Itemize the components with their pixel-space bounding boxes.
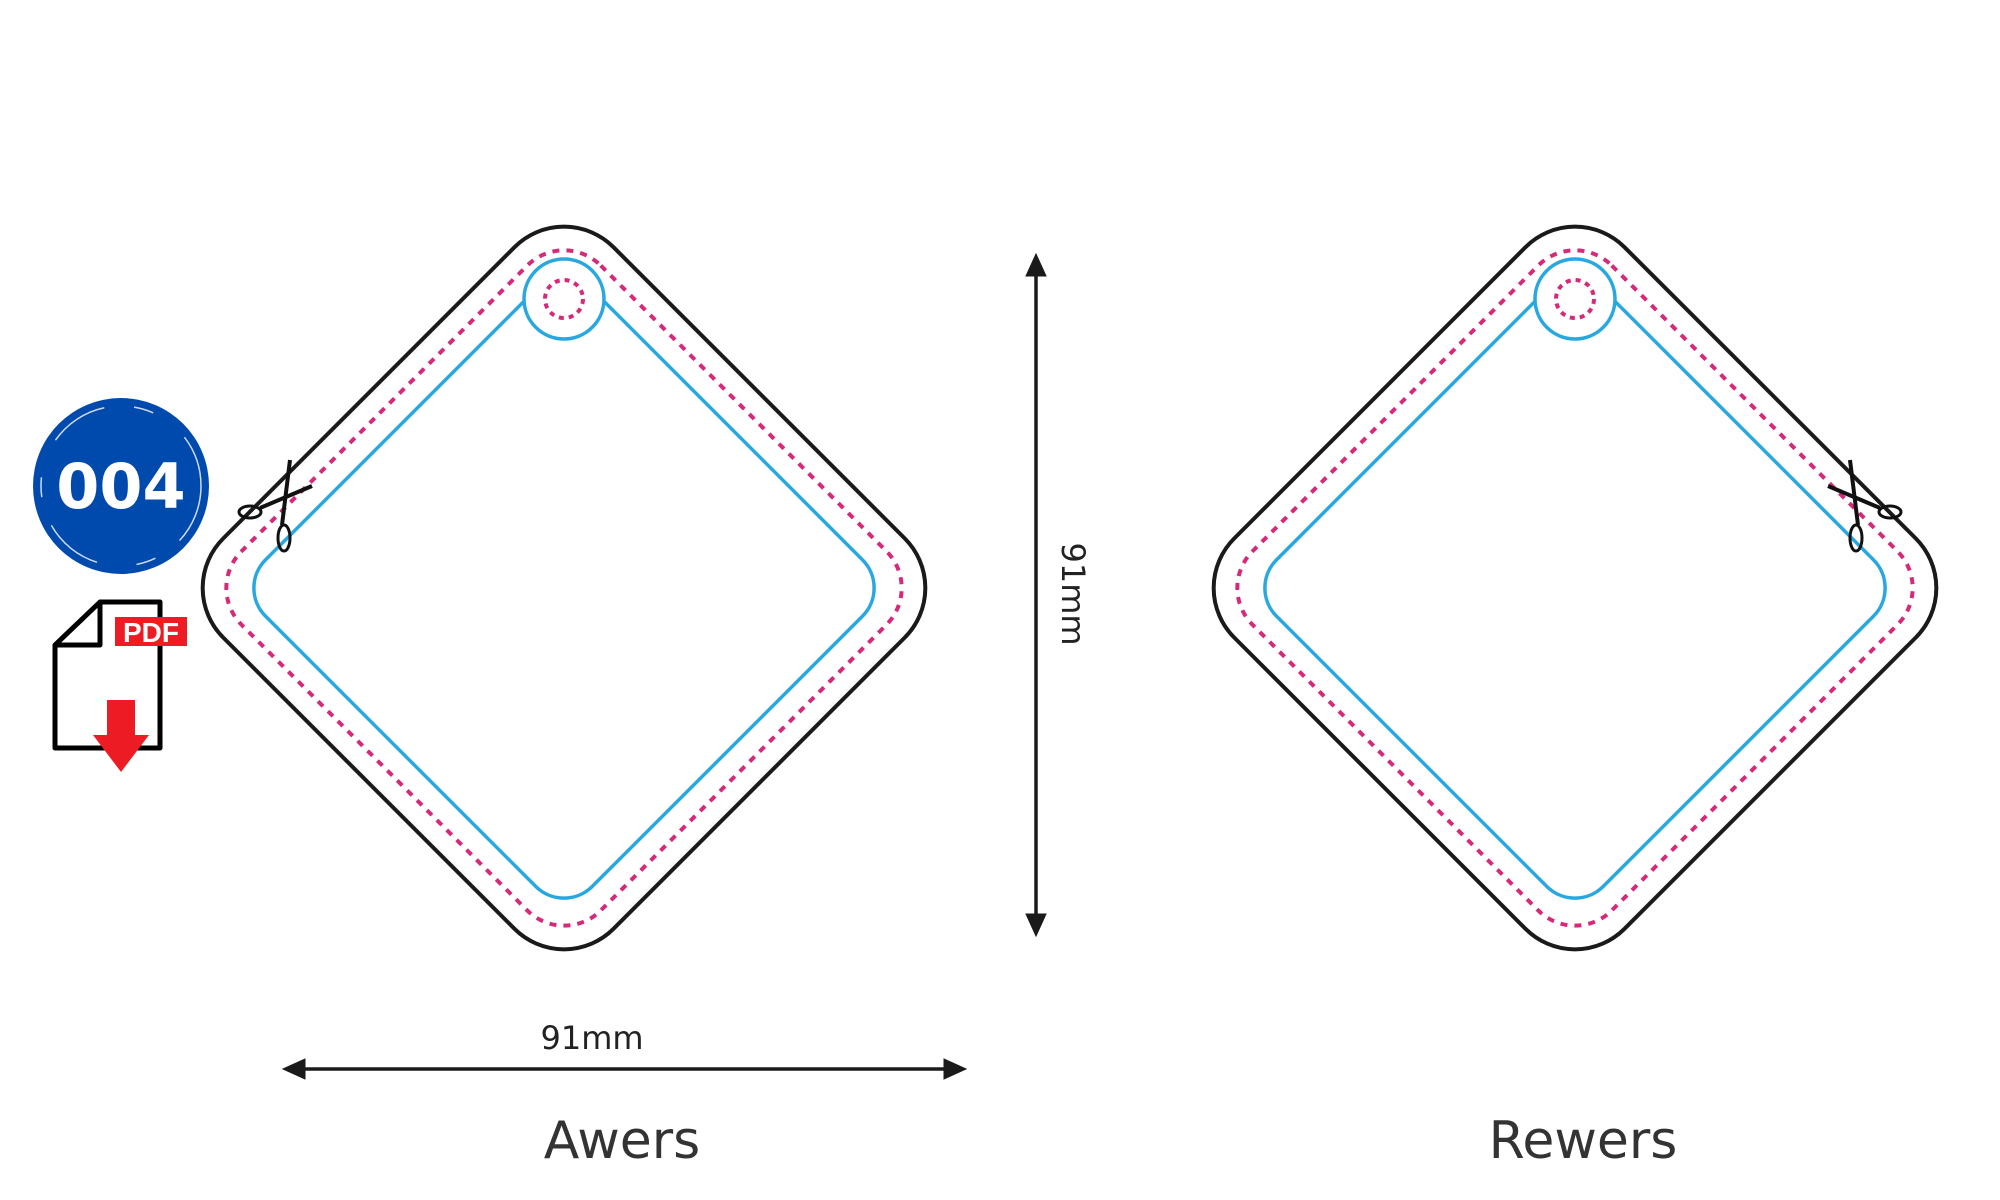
pdf-download-button[interactable]: PDF: [52, 599, 187, 772]
back-tag-template: [1182, 195, 1968, 981]
back-side-label: Rewers: [1489, 1111, 1678, 1171]
width-dimension-arrow: [281, 1058, 968, 1080]
front-side-label: Awers: [544, 1111, 700, 1171]
template-number-badge: 004: [33, 398, 209, 574]
height-dimension-arrow: [1025, 252, 1047, 938]
height-label: 91mm: [1054, 542, 1092, 645]
download-arrow-icon: [93, 700, 149, 772]
pdf-label: PDF: [123, 617, 179, 648]
width-label: 91mm: [540, 1019, 643, 1057]
badge-number: 004: [56, 450, 185, 523]
front-tag-template: [171, 195, 957, 981]
